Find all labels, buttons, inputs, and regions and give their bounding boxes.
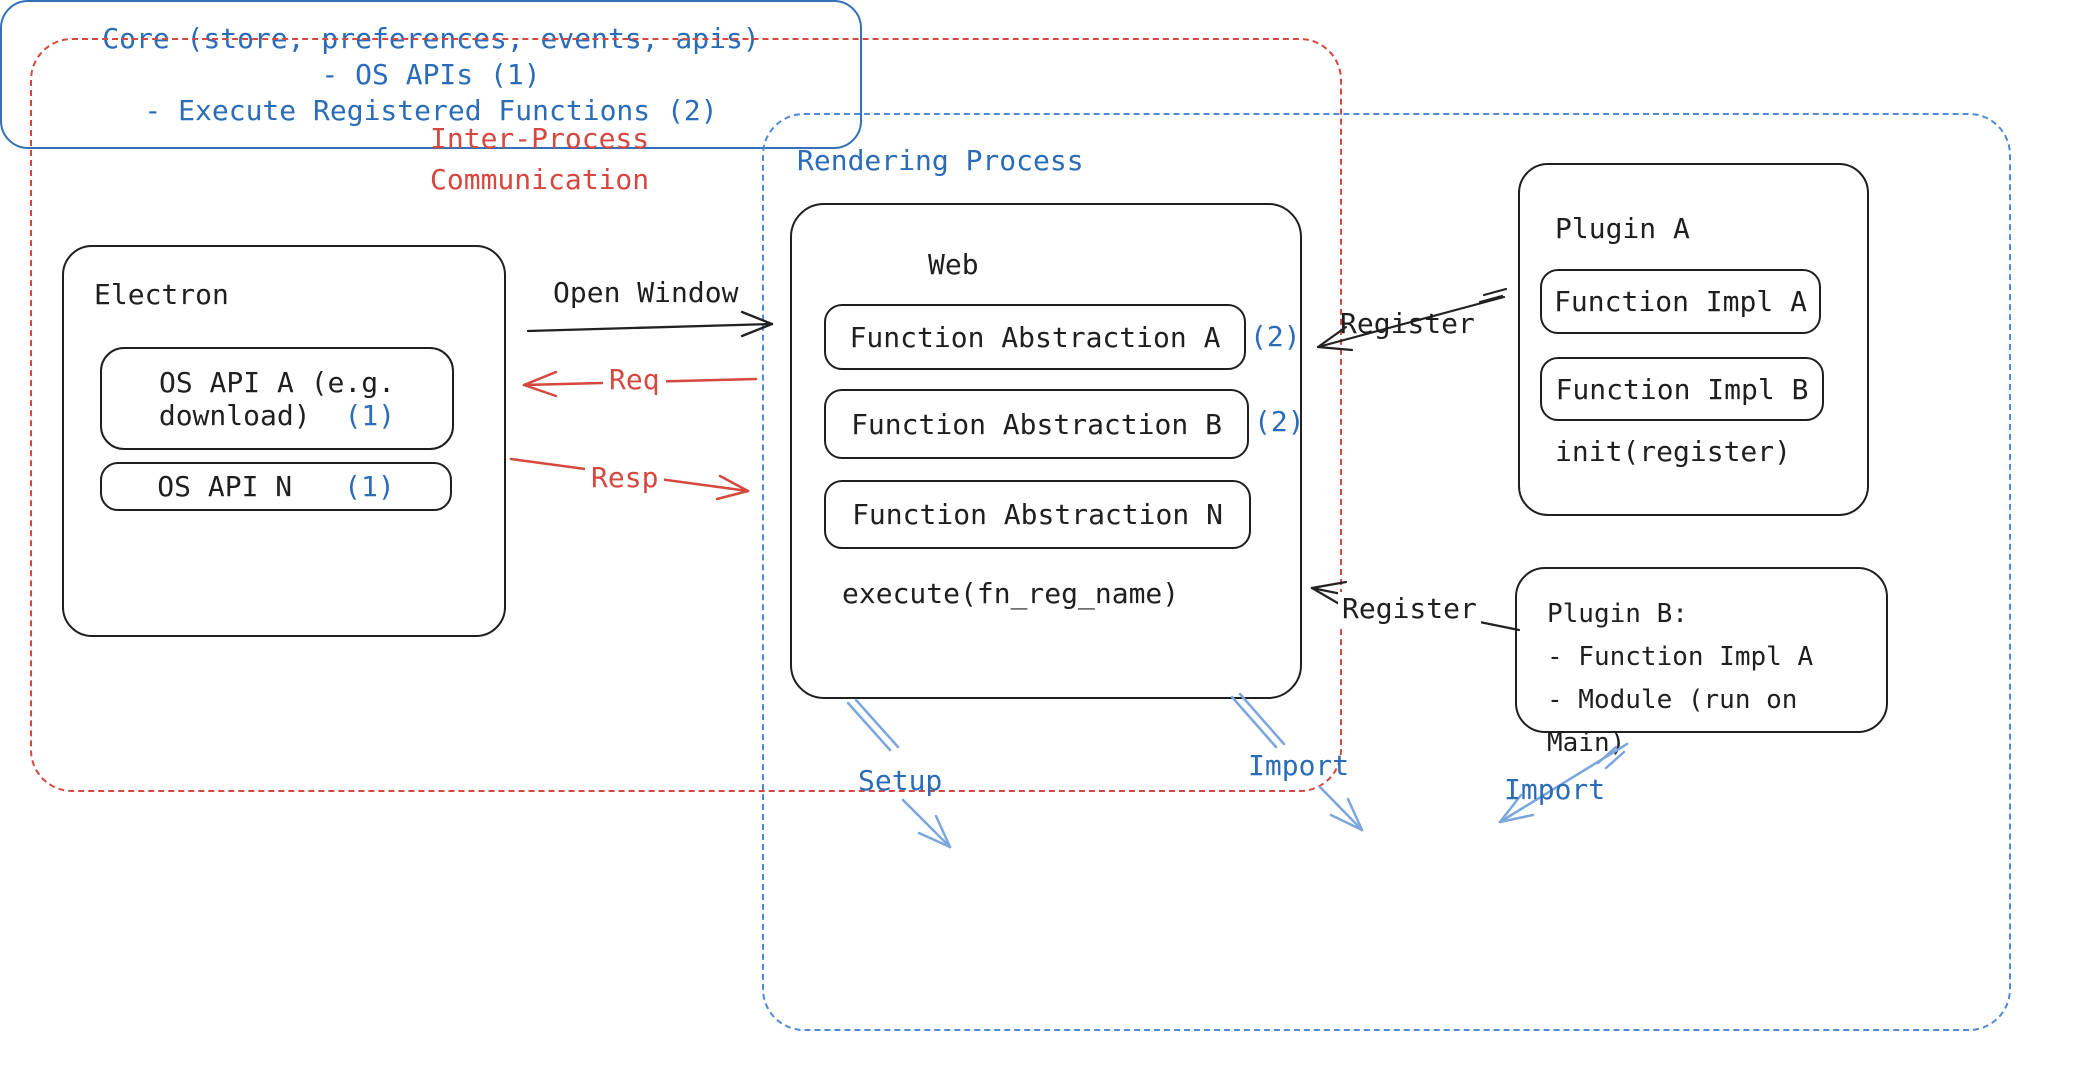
register-b-label: Register <box>1338 592 1481 625</box>
os-api-a-badge: (1) <box>344 398 396 432</box>
core-line-3: - Execute Registered Functions (2) <box>144 93 718 127</box>
web-box: Web Function Abstraction A Function Abst… <box>790 203 1305 699</box>
plugin-b-line-1: - Function Impl A <box>1547 642 1814 672</box>
plugin-a-title: Plugin A <box>1555 212 1690 245</box>
electron-box: Electron OS API A (e.g. download) (1) OS … <box>62 245 506 637</box>
plugin-b-title: Plugin B: <box>1547 599 1688 629</box>
function-impl-b-box: Function Impl B <box>1540 357 1824 421</box>
function-impl-a-label: Function Impl A <box>1554 285 1807 318</box>
os-api-a-line1: OS API A (e.g. <box>158 365 395 399</box>
os-api-a-line2: download) (1) <box>159 399 395 432</box>
setup-label: Setup <box>858 764 943 797</box>
os-api-n-label: OS API N <box>157 470 293 503</box>
function-impl-a-box: Function Impl A <box>1540 269 1821 334</box>
os-api-n-box: OS API N (1) <box>100 462 452 511</box>
resp-label: Resp <box>585 461 665 494</box>
ipc-dashed-box <box>30 38 1342 792</box>
os-api-a-line2-text: download) <box>158 398 311 432</box>
rendering-process-label: Rendering Process <box>797 144 1084 177</box>
os-api-a-box: OS API A (e.g. download) (1) <box>100 347 454 450</box>
plugin-b-box: Plugin B: - Function Impl A - Module (ru… <box>1515 567 1888 758</box>
os-api-n-badge: (1) <box>344 470 395 503</box>
function-abstraction-n-box: Function Abstraction N <box>824 480 1251 549</box>
ipc-label: Inter-Process Communication <box>430 122 650 196</box>
function-abstraction-b-badge: (2) <box>1254 405 1305 438</box>
electron-title: Electron <box>94 278 229 311</box>
function-abstraction-a-badge: (2) <box>1250 320 1301 353</box>
function-impl-b-label: Function Impl B <box>1555 372 1809 406</box>
req-label: Req <box>603 363 666 396</box>
import-plugin-label: Import <box>1504 773 1606 806</box>
function-abstraction-a-label: Function Abstraction A <box>849 320 1221 354</box>
core-line-2: - OS APIs (1) <box>321 57 541 91</box>
register-a-label: Register <box>1340 307 1475 340</box>
import-web-label: Import <box>1248 749 1350 782</box>
init-register-label: init(register) <box>1555 435 1792 468</box>
function-abstraction-n-label: Function Abstraction N <box>852 498 1223 531</box>
execute-label: execute(fn_reg_name) <box>842 577 1180 610</box>
function-abstraction-b-box: Function Abstraction B <box>824 389 1249 459</box>
rendering-process-dashed-box <box>762 113 2011 1031</box>
web-title: Web <box>928 248 979 281</box>
plugin-b-line-2: - Module (run on Main) <box>1547 685 1798 758</box>
function-abstraction-a-box: Function Abstraction A <box>824 304 1246 370</box>
open-window-label: Open Window <box>553 276 739 309</box>
plugin-a-box: Plugin A Function Impl A Function Impl B… <box>1518 163 1869 516</box>
function-abstraction-b-label: Function Abstraction B <box>851 407 1222 441</box>
